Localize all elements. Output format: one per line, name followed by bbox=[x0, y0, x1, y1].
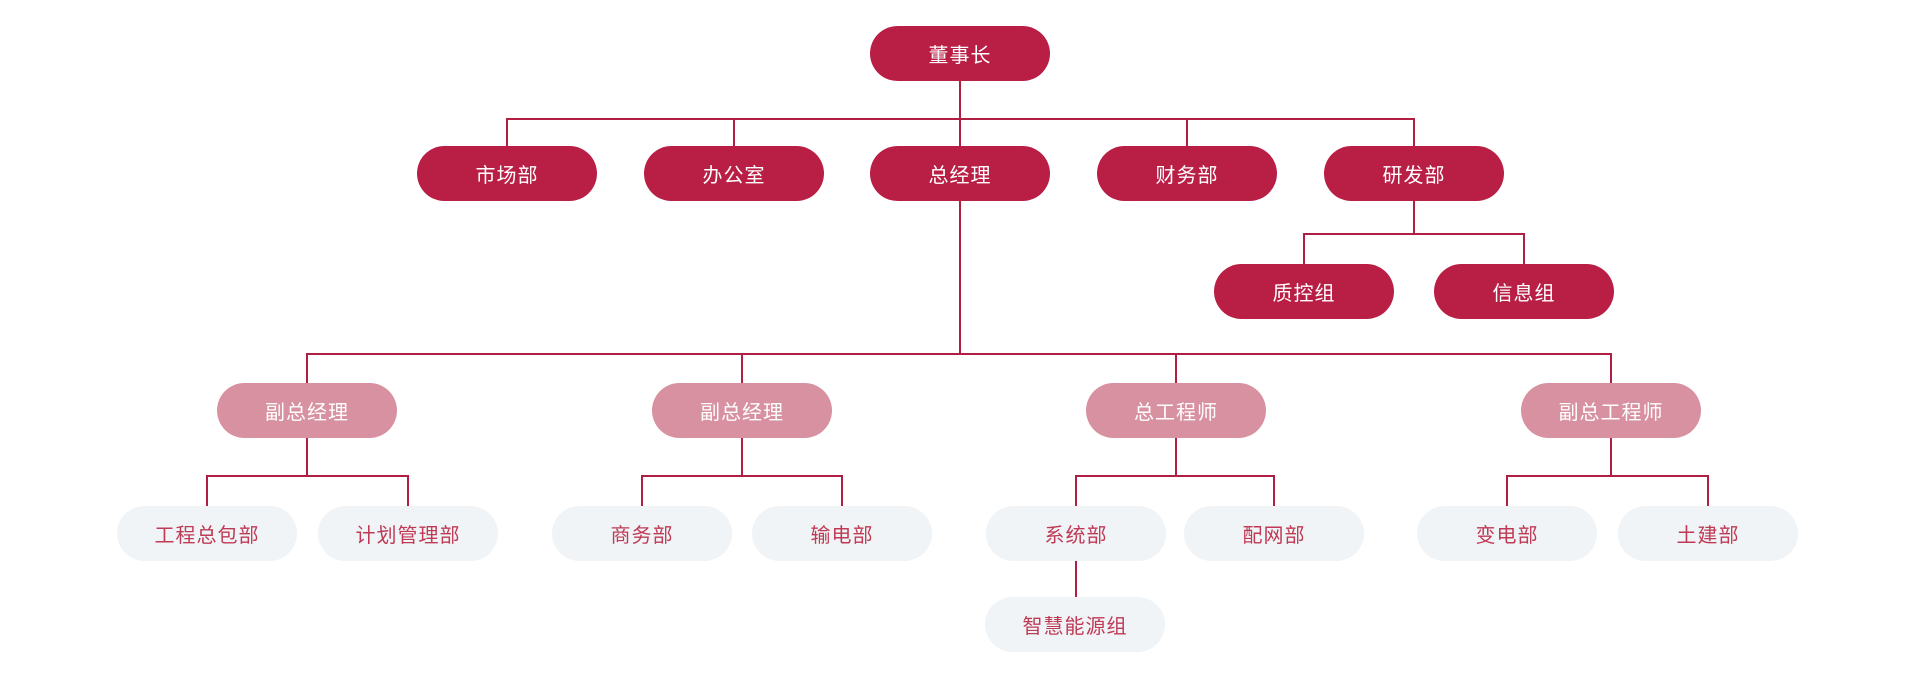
connector-line bbox=[1523, 233, 1525, 264]
connector-line bbox=[306, 353, 1611, 355]
connector-line bbox=[959, 118, 961, 146]
connector-line bbox=[1413, 118, 1415, 146]
org-node-finance-dept: 财务部 bbox=[1097, 146, 1277, 201]
connector-line bbox=[1506, 475, 1708, 477]
org-node-system-dept: 系统部 bbox=[986, 506, 1166, 561]
connector-line bbox=[1610, 438, 1612, 475]
org-node-deputy-chief-engineer: 副总工程师 bbox=[1521, 383, 1701, 438]
connector-line bbox=[1413, 201, 1415, 233]
connector-line bbox=[733, 118, 735, 146]
org-node-chairman: 董事长 bbox=[870, 26, 1050, 81]
connector-line bbox=[741, 438, 743, 475]
connector-line bbox=[741, 353, 743, 383]
connector-line bbox=[206, 475, 408, 477]
connector-line bbox=[206, 475, 208, 506]
connector-line bbox=[1175, 438, 1177, 475]
org-node-distribution-network-dept: 配网部 bbox=[1184, 506, 1364, 561]
connector-line bbox=[641, 475, 643, 506]
connector-line bbox=[1186, 118, 1188, 146]
org-node-power-transmission-dept: 输电部 bbox=[752, 506, 932, 561]
org-node-office: 办公室 bbox=[644, 146, 824, 201]
connector-line bbox=[1707, 475, 1709, 506]
connector-line bbox=[1075, 561, 1077, 597]
org-node-substation-dept: 变电部 bbox=[1417, 506, 1597, 561]
org-node-engineering-contracting-dept: 工程总包部 bbox=[117, 506, 297, 561]
connector-line bbox=[1303, 233, 1524, 235]
connector-line bbox=[306, 438, 308, 475]
connector-line bbox=[1175, 353, 1177, 383]
org-node-smart-energy-group: 智慧能源组 bbox=[985, 597, 1165, 652]
connector-line bbox=[959, 81, 961, 118]
connector-line bbox=[407, 475, 409, 506]
org-node-chief-engineer: 总工程师 bbox=[1086, 383, 1266, 438]
connector-line bbox=[1075, 475, 1077, 506]
connector-line bbox=[1506, 475, 1508, 506]
org-node-deputy-general-manager-2: 副总经理 bbox=[652, 383, 832, 438]
org-node-quality-control-group: 质控组 bbox=[1214, 264, 1394, 319]
connector-line bbox=[1273, 475, 1275, 506]
org-node-business-dept: 商务部 bbox=[552, 506, 732, 561]
connector-line bbox=[959, 201, 961, 353]
org-node-marketing-dept: 市场部 bbox=[417, 146, 597, 201]
org-node-civil-engineering-dept: 土建部 bbox=[1618, 506, 1798, 561]
connector-line bbox=[641, 475, 842, 477]
connector-line bbox=[1303, 233, 1305, 264]
org-node-general-manager: 总经理 bbox=[870, 146, 1050, 201]
connector-line bbox=[841, 475, 843, 506]
org-node-deputy-general-manager-1: 副总经理 bbox=[217, 383, 397, 438]
org-node-planning-management-dept: 计划管理部 bbox=[318, 506, 498, 561]
connector-line bbox=[1610, 353, 1612, 383]
connector-line bbox=[306, 353, 308, 383]
org-node-information-group: 信息组 bbox=[1434, 264, 1614, 319]
connector-line bbox=[506, 118, 508, 146]
connector-line bbox=[1075, 475, 1274, 477]
org-node-rnd-dept: 研发部 bbox=[1324, 146, 1504, 201]
